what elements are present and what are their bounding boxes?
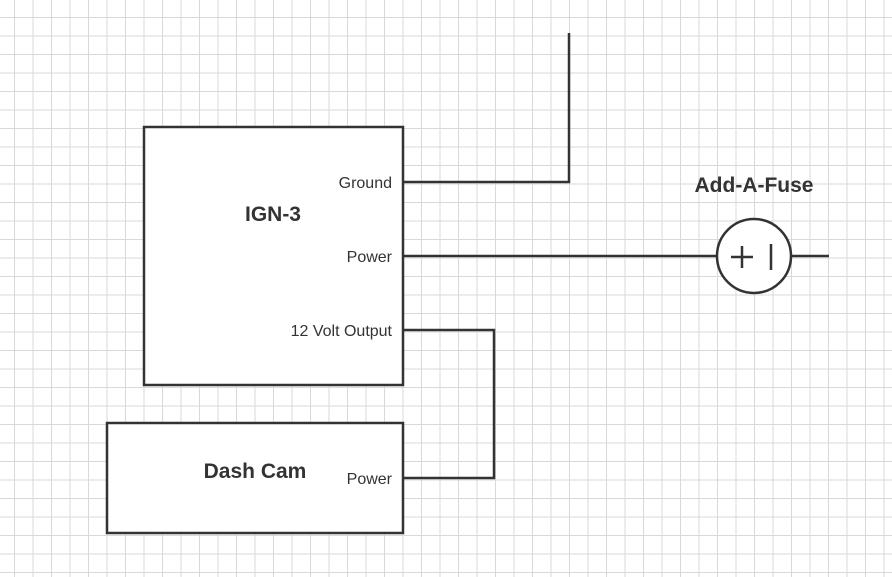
ign3-ground-label: Ground (339, 175, 392, 192)
ground-wire (403, 33, 571, 184)
fuse-component[interactable]: Add-A-Fuse (695, 174, 814, 295)
fuse-label: Add-A-Fuse (695, 174, 814, 197)
dashcam-title: Dash Cam (204, 460, 307, 483)
ign3-output-label: 12 Volt Output (291, 323, 393, 340)
dashcam-power-label: Power (347, 471, 393, 488)
dashcam-block[interactable]: Dash Cam Power (105, 421, 405, 535)
fuse-symbol-icon (731, 244, 773, 270)
fuse-circle (715, 217, 793, 295)
output-to-dashcam-wire (403, 328, 496, 480)
ign3-power-label: Power (347, 249, 393, 266)
ign3-title: IGN-3 (245, 203, 301, 226)
dashcam-box (105, 421, 405, 535)
ign3-box (142, 125, 405, 387)
ign3-block[interactable]: IGN-3 Ground Power 12 Volt Output (142, 125, 405, 387)
